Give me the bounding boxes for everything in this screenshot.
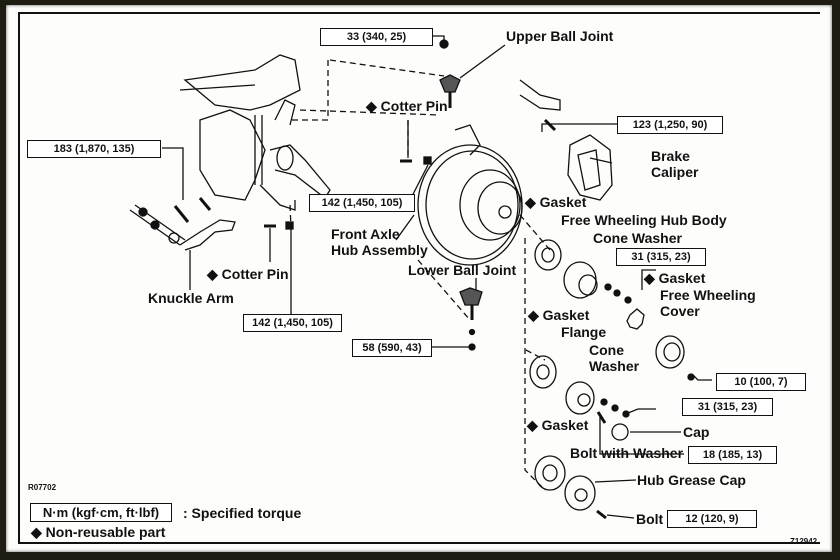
torque-bolt: 12 (120, 9)	[667, 510, 757, 528]
label-knuckle-arm: Knuckle Arm	[148, 290, 234, 306]
flange-drawing	[565, 381, 595, 415]
label-lower-ball-joint: Lower Ball Joint	[408, 262, 517, 278]
label-bolt: Bolt	[636, 511, 664, 527]
ref-code-left: R07702	[28, 483, 57, 492]
label-cone-washer-2b: Washer	[589, 358, 640, 374]
label-cone-washer-1: Cone Washer	[593, 230, 682, 246]
torque-hub-nut-lower: 142 (1,450, 105)	[243, 314, 342, 332]
torque-hub-nut-upper: 142 (1,450, 105)	[309, 194, 415, 212]
label-cap: Cap	[683, 424, 710, 440]
label-hub-grease-cap: Hub Grease Cap	[637, 472, 746, 488]
upper-ball-joint-drawing	[439, 39, 506, 108]
legend-non-reusable: ◆ Non-reusable part	[31, 524, 166, 540]
label-fw-hub-body: Free Wheeling Hub Body	[561, 212, 727, 228]
label-upper-ball-joint: Upper Ball Joint	[506, 28, 614, 44]
hub-grease-cap-drawing	[564, 475, 596, 511]
legend-torque-unit: N·m (kgf·cm, ft·lbf)	[30, 503, 172, 522]
brake-caliper-drawing	[519, 79, 613, 201]
label-front-axle-hub-1: Front Axle	[331, 226, 400, 242]
label-gasket-1: ◆ Gasket	[525, 194, 587, 210]
legend-torque-desc: : Specified torque	[183, 505, 302, 521]
diagram-border	[18, 12, 820, 544]
label-cotter-pin-upper: ◆ Cotter Pin	[366, 98, 448, 114]
label-front-axle-hub-2: Hub Assembly	[331, 242, 428, 258]
label-cone-washer-2a: Cone	[589, 342, 624, 358]
label-gasket-4: ◆ Gasket	[527, 417, 589, 433]
axle-hub-drawing	[417, 124, 523, 266]
label-flange: Flange	[561, 324, 607, 340]
label-gasket-3: ◆ Gasket	[528, 307, 590, 323]
torque-cone-washer-2: 31 (315, 23)	[682, 398, 773, 416]
ref-code-right: Z12942	[790, 537, 818, 546]
gasket-1-drawing	[534, 239, 562, 271]
lower-ball-joint-drawing	[459, 287, 483, 351]
torque-fw-cover: 10 (100, 7)	[716, 373, 806, 391]
torque-knuckle-arm: 183 (1,870, 135)	[27, 140, 161, 158]
label-fw-cover-1: Free Wheeling	[660, 287, 756, 303]
torque-bolt-with-washer: 18 (185, 13)	[688, 446, 777, 464]
torque-brake-caliper: 123 (1,250, 90)	[617, 116, 723, 134]
torque-upper-ball-joint: 33 (340, 25)	[320, 28, 433, 46]
label-gasket-2: ◆ Gasket	[644, 270, 706, 286]
torque-lower-ball-joint: 58 (590, 43)	[352, 339, 432, 357]
fw-hub-body-drawing	[563, 261, 598, 299]
label-brake-caliper-2: Caliper	[651, 164, 699, 180]
gasket-2-drawing	[626, 308, 645, 330]
label-cotter-pin-lower: ◆ Cotter Pin	[207, 266, 289, 282]
steering-knuckle-drawing	[179, 54, 331, 211]
cap-drawing	[611, 423, 629, 441]
label-fw-cover-2: Cover	[660, 303, 700, 319]
label-brake-caliper-1: Brake	[651, 148, 690, 164]
knuckle-arm-drawing	[129, 197, 236, 290]
fw-cover-drawing	[655, 335, 685, 369]
torque-cone-washer-1: 31 (315, 23)	[616, 248, 706, 266]
gasket-3-drawing	[529, 355, 557, 389]
gasket-4-drawing	[534, 455, 566, 491]
label-bolt-with-washer: Bolt with Washer	[570, 445, 684, 461]
